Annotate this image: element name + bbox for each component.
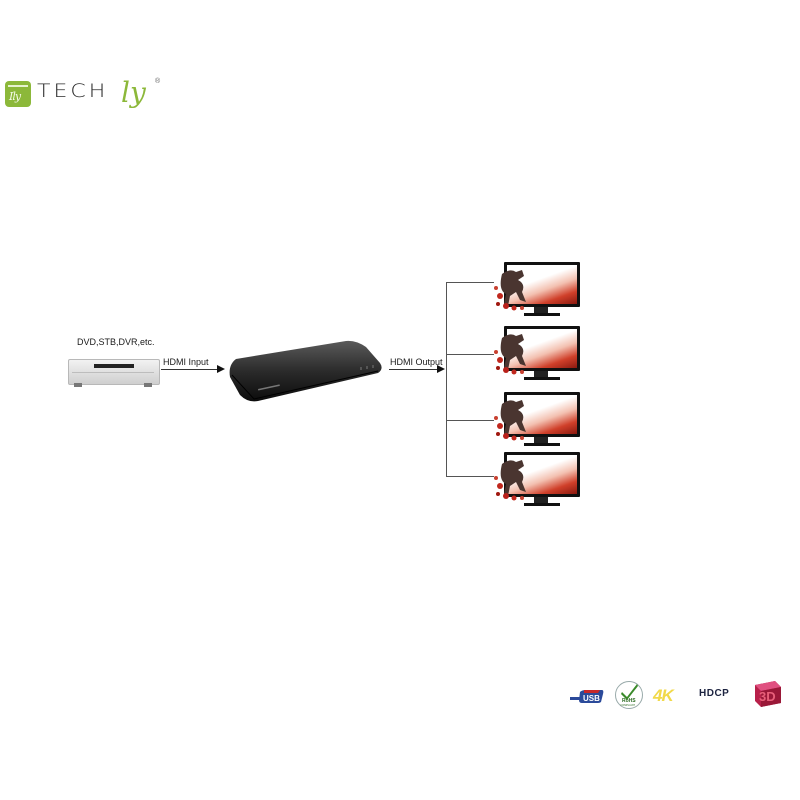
horse-rider-graphic [494,400,526,441]
branch-line-1 [446,282,494,283]
branch-line-2 [446,354,494,355]
logo-script: ly [121,76,146,109]
logo-badge-icon: Ily [5,81,31,107]
hdmi-output-label: HDMI Output [390,357,443,367]
source-label: DVD,STB,DVR,etc. [77,337,155,347]
dvd-player-icon [68,359,160,389]
hdmi-splitter-icon [228,337,384,407]
output-arrow-icon [437,365,445,373]
branch-line-4 [446,476,494,477]
tv-display-icon [492,452,584,512]
svg-text:RoHS: RoHS [622,698,636,704]
distribution-trunk-line [446,282,447,477]
horse-rider-graphic [494,334,526,375]
rohs-compliant-icon: RoHS COMPLIANT [614,680,644,710]
hdmi-input-label: HDMI Input [163,357,209,367]
3d-icon: 3D [751,679,783,709]
output-connector-line [389,369,439,370]
svg-text:USB: USB [583,694,600,703]
usb-icon: USB [570,688,604,704]
horse-rider-graphic [494,270,526,311]
input-connector-line [161,369,219,370]
tv-display-icon [492,392,584,452]
input-arrow-icon [217,365,225,373]
logo-wordmark: TECH [37,81,109,103]
hdcp-icon: HDCP [699,688,730,699]
techly-logo: Ily TECH ly ® [5,76,165,112]
svg-text:3D: 3D [759,689,776,704]
horse-rider-graphic [494,460,526,501]
4k-icon: 4K [653,686,674,705]
tv-display-icon [492,262,584,322]
tv-display-icon [492,326,584,386]
registered-mark: ® [155,78,161,85]
branch-line-3 [446,420,494,421]
svg-text:COMPLIANT: COMPLIANT [621,704,636,707]
